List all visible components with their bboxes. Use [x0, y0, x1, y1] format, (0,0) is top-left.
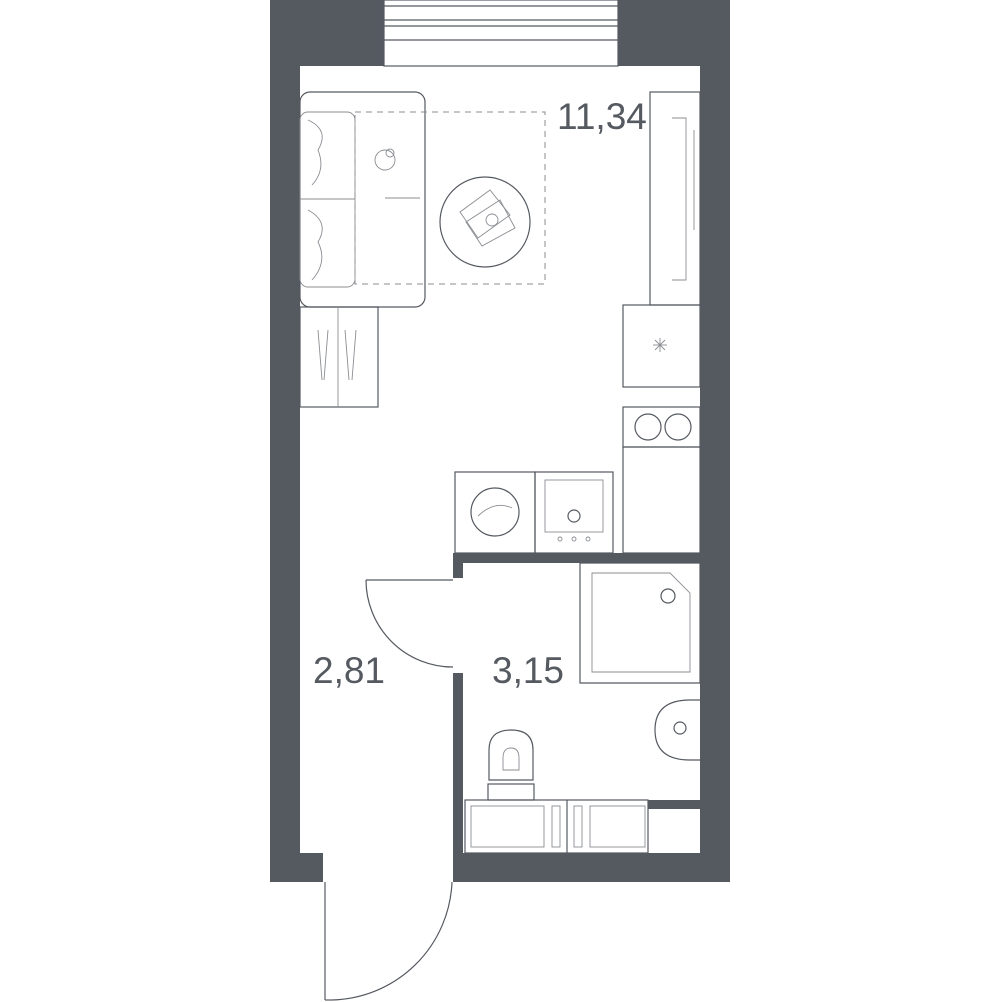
- kitchen: [454, 304, 701, 554]
- rug: [354, 111, 546, 285]
- shelf-unit: [299, 306, 379, 408]
- bathroom-door: [365, 579, 454, 668]
- washing-machine: [454, 471, 536, 554]
- bathroom-left-wall: [453, 673, 463, 858]
- counter: [622, 446, 701, 554]
- living-room-area: 11,34: [557, 96, 647, 137]
- sink: [534, 471, 614, 554]
- toilet: [487, 729, 535, 801]
- bathroom-shelf-wall: [648, 800, 700, 809]
- fridge: [622, 304, 701, 388]
- left-wall: [270, 0, 384, 882]
- snowflake-icon: [653, 338, 667, 352]
- bathroom-top-wall: [453, 553, 700, 578]
- walls: [270, 0, 730, 882]
- entrance-door: [324, 881, 453, 1001]
- sofa: [299, 91, 426, 308]
- window: [383, 0, 619, 67]
- washbasin: [654, 699, 700, 761]
- bathroom-area: 3,15: [492, 650, 564, 691]
- hallway-area: 2,81: [313, 650, 385, 691]
- wardrobe: [649, 91, 701, 306]
- bathroom-cabinets: [464, 799, 649, 854]
- coffee-table: [439, 176, 531, 268]
- right-wall: [453, 0, 730, 882]
- shower: [579, 562, 701, 684]
